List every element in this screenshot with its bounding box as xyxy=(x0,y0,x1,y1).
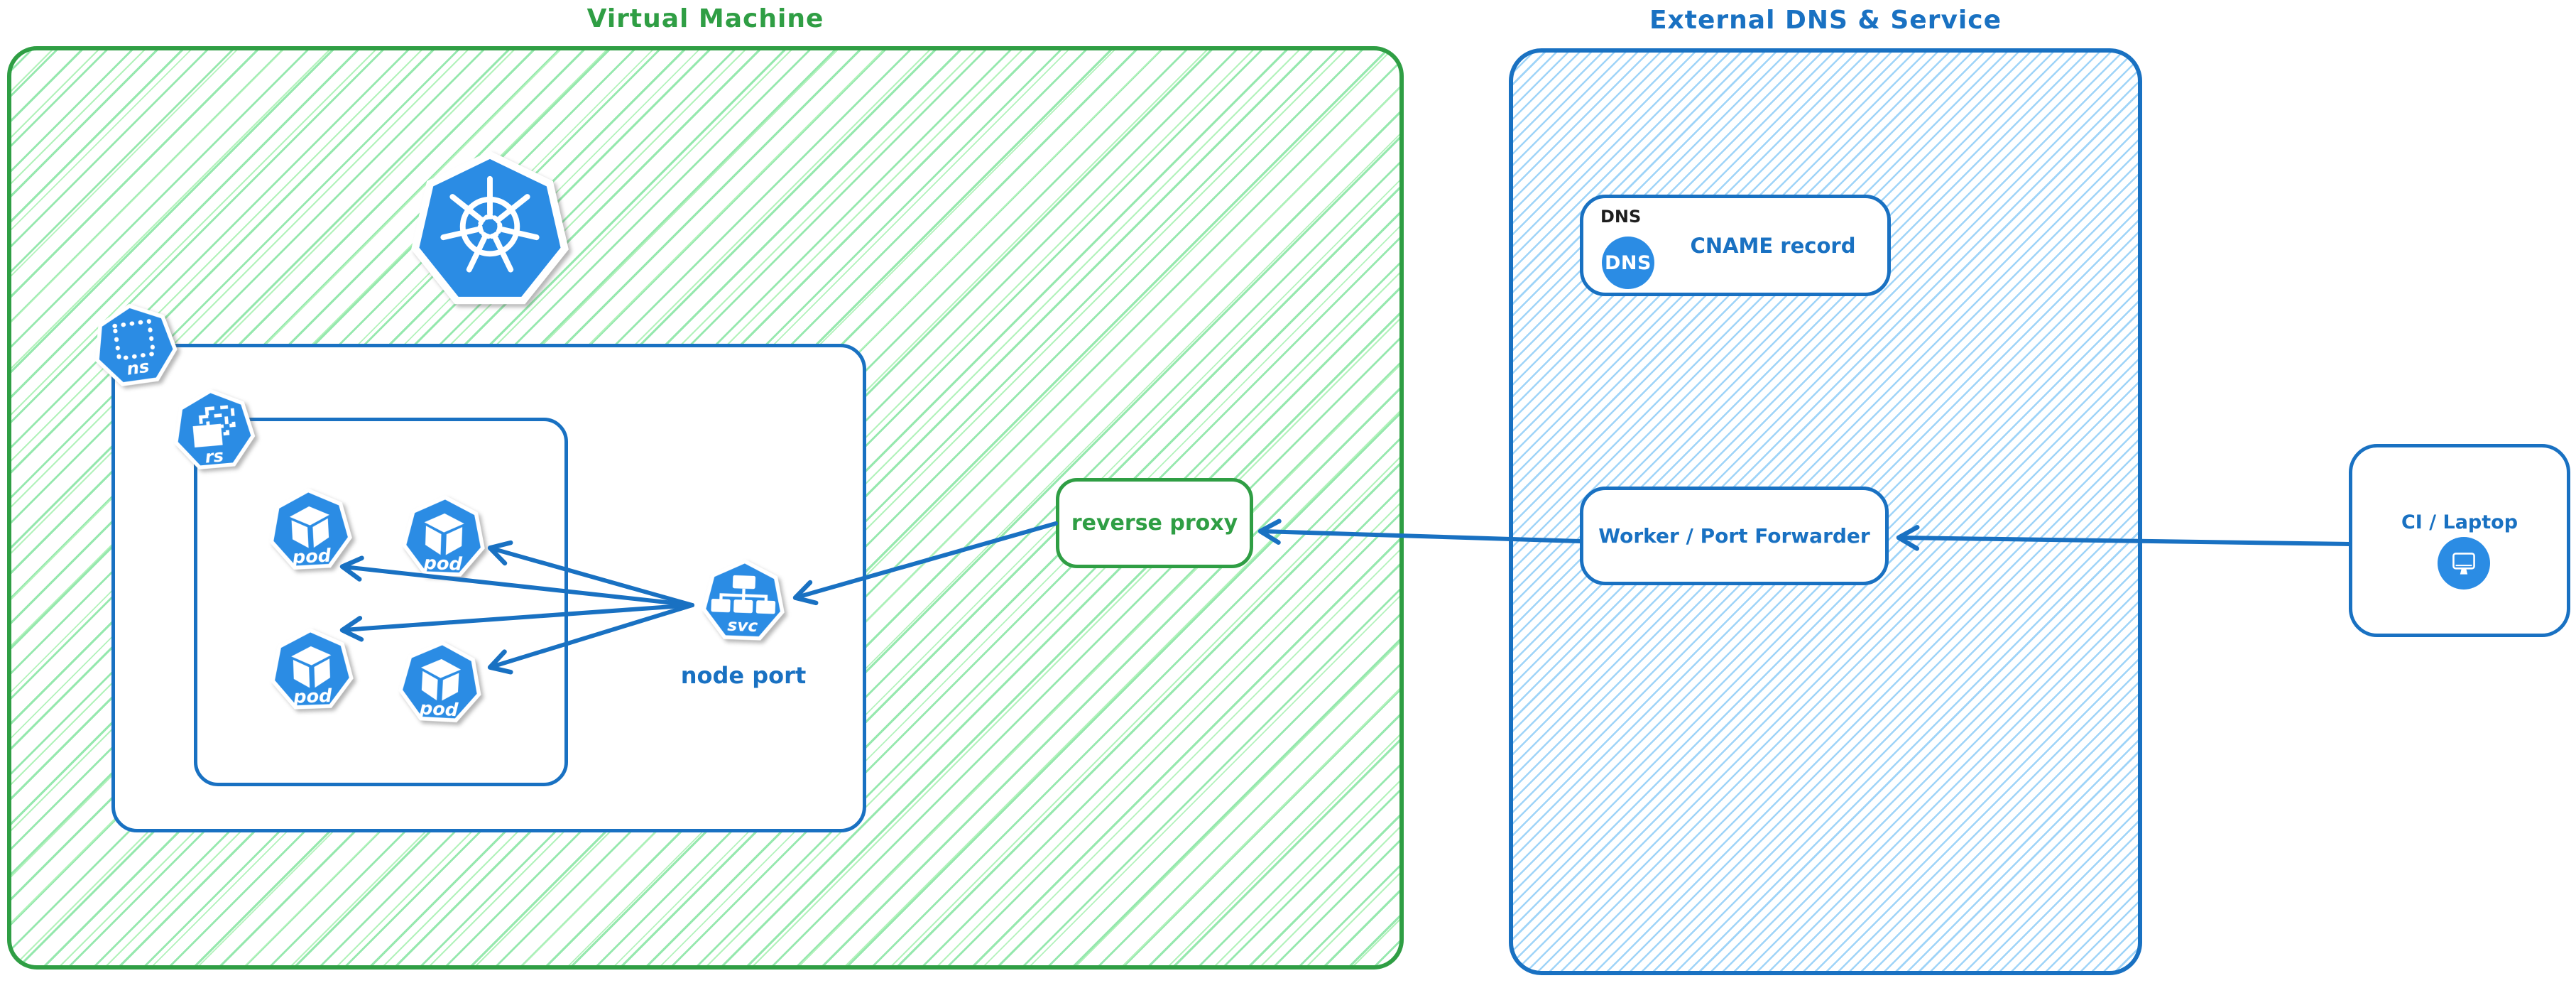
replicaset-icon: rs xyxy=(173,389,256,469)
helm-wheel xyxy=(440,175,540,273)
reverse-proxy-box: reverse proxy xyxy=(1056,478,1253,568)
service-tree-glyph xyxy=(711,575,776,614)
dotted-square-glyph xyxy=(111,318,156,362)
kubernetes-logo-icon xyxy=(411,151,569,305)
dns-corner-tag: DNS xyxy=(1600,207,1642,227)
pod-4-icon: pod xyxy=(398,641,481,723)
external-group-title: External DNS & Service xyxy=(1649,6,2002,35)
monitor-badge xyxy=(2438,537,2490,590)
replicaset-box xyxy=(194,418,568,786)
vm-group-title: Virtual Machine xyxy=(586,4,824,33)
cube-glyph xyxy=(421,658,462,701)
pod-label: pod xyxy=(422,553,463,575)
service-icon: svc xyxy=(702,559,785,641)
monitor-icon xyxy=(2452,553,2475,575)
pod-3-icon: pod xyxy=(271,628,354,710)
ci-laptop-box: CI / Laptop xyxy=(2349,444,2570,637)
cube-glyph xyxy=(424,513,464,555)
cube-glyph xyxy=(291,646,332,688)
stacked-replicas-glyph xyxy=(192,404,236,448)
namespace-icon-label: ns xyxy=(125,356,151,379)
pod-1-icon: pod xyxy=(269,488,352,570)
reverse-proxy-label: reverse proxy xyxy=(1071,511,1238,536)
cname-record-label: CNAME record xyxy=(1690,233,1856,258)
service-icon-label: svc xyxy=(727,616,758,636)
node-port-caption: node port xyxy=(680,662,807,689)
pod-label: pod xyxy=(291,545,332,569)
pod-label: pod xyxy=(418,698,459,722)
dns-badge-icon: DNS xyxy=(1602,237,1654,289)
worker-port-forwarder-label: Worker / Port Forwarder xyxy=(1598,524,1870,548)
ci-laptop-label: CI / Laptop xyxy=(2401,511,2518,533)
pod-label: pod xyxy=(293,685,333,708)
pod-2-icon: pod xyxy=(402,495,485,577)
worker-port-forwarder-box: Worker / Port Forwarder xyxy=(1580,487,1889,585)
dns-badge-text: DNS xyxy=(1605,251,1652,274)
dns-cname-card: DNS DNS CNAME record xyxy=(1580,195,1891,296)
namespace-icon: ns xyxy=(95,303,178,386)
replicaset-icon-label: rs xyxy=(204,445,224,467)
cube-glyph xyxy=(289,506,329,548)
